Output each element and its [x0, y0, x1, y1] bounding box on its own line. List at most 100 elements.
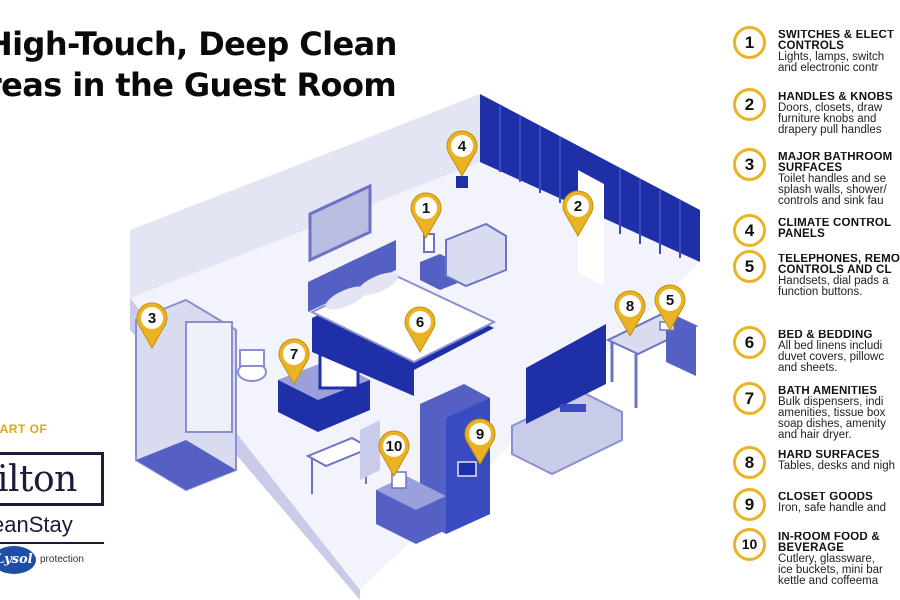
legend-number-badge: 4 — [733, 214, 766, 247]
pin-number: 9 — [476, 426, 484, 443]
title-line-2: reas in the Guest Room — [0, 66, 397, 104]
legend-number-badge: 1 — [733, 26, 766, 59]
legend-description-line: soap dishes, amenity — [778, 418, 887, 430]
map-pin-icon: 2 — [562, 190, 594, 238]
legend-number-badge: 3 — [733, 148, 766, 181]
legend-description-line: and electronic contr — [778, 62, 879, 74]
legend-description-line: Doors, closets, draw — [778, 102, 883, 114]
ice-bucket — [391, 471, 407, 489]
pin-center — [383, 435, 405, 457]
map-pin-icon: 1 — [410, 192, 442, 240]
legend-title: BEVERAGE — [778, 542, 845, 554]
room-floor — [130, 162, 700, 590]
legend-description-line: duvet covers, pillowc — [778, 351, 885, 363]
legend-number-badge: 2 — [733, 88, 766, 121]
legend-number-badge: 10 — [733, 528, 766, 561]
title-line-1: High-Touch, Deep Clean — [0, 25, 397, 63]
map-pin-icon: 4 — [446, 130, 478, 178]
legend-description-line: Lights, lamps, switch — [778, 51, 885, 63]
pin-center — [469, 423, 491, 445]
pin-center — [283, 343, 305, 365]
pin-center — [141, 307, 163, 329]
part-of-label: PART OF — [0, 422, 48, 436]
legend-description-line: Toilet handles and se — [778, 173, 887, 185]
legend-number-badge: 5 — [733, 250, 766, 283]
map-pin-icon: 5 — [654, 284, 686, 332]
thermostat — [456, 176, 468, 188]
legend-description-line: and hair dryer. — [778, 429, 852, 441]
legend-description-line: Tables, desks and nigh — [778, 460, 895, 472]
legend-description: Iron, safe handle and — [778, 502, 900, 514]
pin-center — [659, 289, 681, 311]
legend-description-line: drapery pull handles — [778, 124, 882, 136]
legend-title: PANELS — [778, 228, 825, 240]
legend-description-line: Handsets, dial pads a — [778, 275, 889, 287]
legend-description-line: furniture knobs and — [778, 113, 877, 125]
map-pin-icon: 10 — [378, 430, 410, 478]
legend-number-badge: 8 — [733, 446, 766, 479]
pin-number: 4 — [458, 138, 467, 155]
hilton-logo-text: ilton — [0, 459, 77, 500]
pin-center — [451, 135, 473, 157]
legend-description-line: ice buckets, mini bar — [778, 564, 883, 576]
pillow — [325, 286, 367, 310]
television — [526, 324, 606, 424]
legend-title: HARD SURFACES — [778, 450, 880, 461]
legend-title: SWITCHES & ELECT — [778, 30, 895, 41]
legend-description-line: and sheets. — [778, 362, 838, 374]
legend-description-line: All bed linens includi — [778, 340, 883, 352]
cleanstay-logo: eanStay — [0, 512, 73, 537]
map-pin-icon: 3 — [136, 302, 168, 350]
curtain-folds — [499, 106, 681, 258]
pin-number: 7 — [290, 346, 298, 363]
legend-title: SURFACES — [778, 162, 843, 174]
legend-description-line: function buttons. — [778, 286, 863, 298]
map-pin-icon: 6 — [404, 306, 436, 354]
armchair — [445, 222, 507, 288]
toilet-tank — [239, 349, 265, 367]
legend-description: Cutlery, glassware,ice buckets, mini bar… — [778, 553, 900, 587]
legend-title: IN-ROOM FOOD & — [778, 532, 880, 543]
tv-stand — [560, 404, 586, 412]
pin-center — [415, 197, 437, 219]
legend-description-line: controls and sink fau — [778, 195, 884, 207]
legend-description-line: kettle and coffeema — [778, 575, 879, 587]
legend-title: CONTROLS — [778, 40, 845, 52]
legend-title: CONTROLS AND CL — [778, 264, 892, 276]
hilton-logo: ilton — [0, 452, 104, 506]
pin-number: 2 — [574, 198, 582, 215]
legend-description-line: amenities, tissue box — [778, 407, 886, 419]
legend-title: MAJOR BATHROOM — [778, 152, 893, 163]
table-lamp — [423, 233, 435, 253]
cleanstay-divider — [0, 542, 104, 544]
legend-title: CLOSET GOODS — [778, 492, 874, 503]
legend-number-badge: 7 — [733, 382, 766, 415]
legend-title: HANDLES & KNOBS — [778, 92, 893, 103]
map-pin-icon: 7 — [278, 338, 310, 386]
pin-center — [567, 195, 589, 217]
wall-picture — [308, 183, 372, 263]
shower-door — [185, 321, 233, 433]
back-wall-left — [130, 94, 480, 298]
bathroom-partition — [360, 420, 380, 480]
lysol-logo: Lysol — [0, 546, 36, 574]
legend-title: TELEPHONES, REMO — [778, 254, 900, 265]
legend-description-line: splash walls, shower/ — [778, 184, 887, 196]
legend-description: Tables, desks and nigh — [778, 460, 900, 472]
legend-number-badge: 9 — [733, 488, 766, 521]
legend-title: BATH AMENITIES — [778, 386, 878, 397]
pin-center — [409, 311, 431, 333]
legend-description-line: Bulk dispensers, indi — [778, 396, 884, 408]
legend-description-line: Cutlery, glassware, — [778, 553, 875, 565]
